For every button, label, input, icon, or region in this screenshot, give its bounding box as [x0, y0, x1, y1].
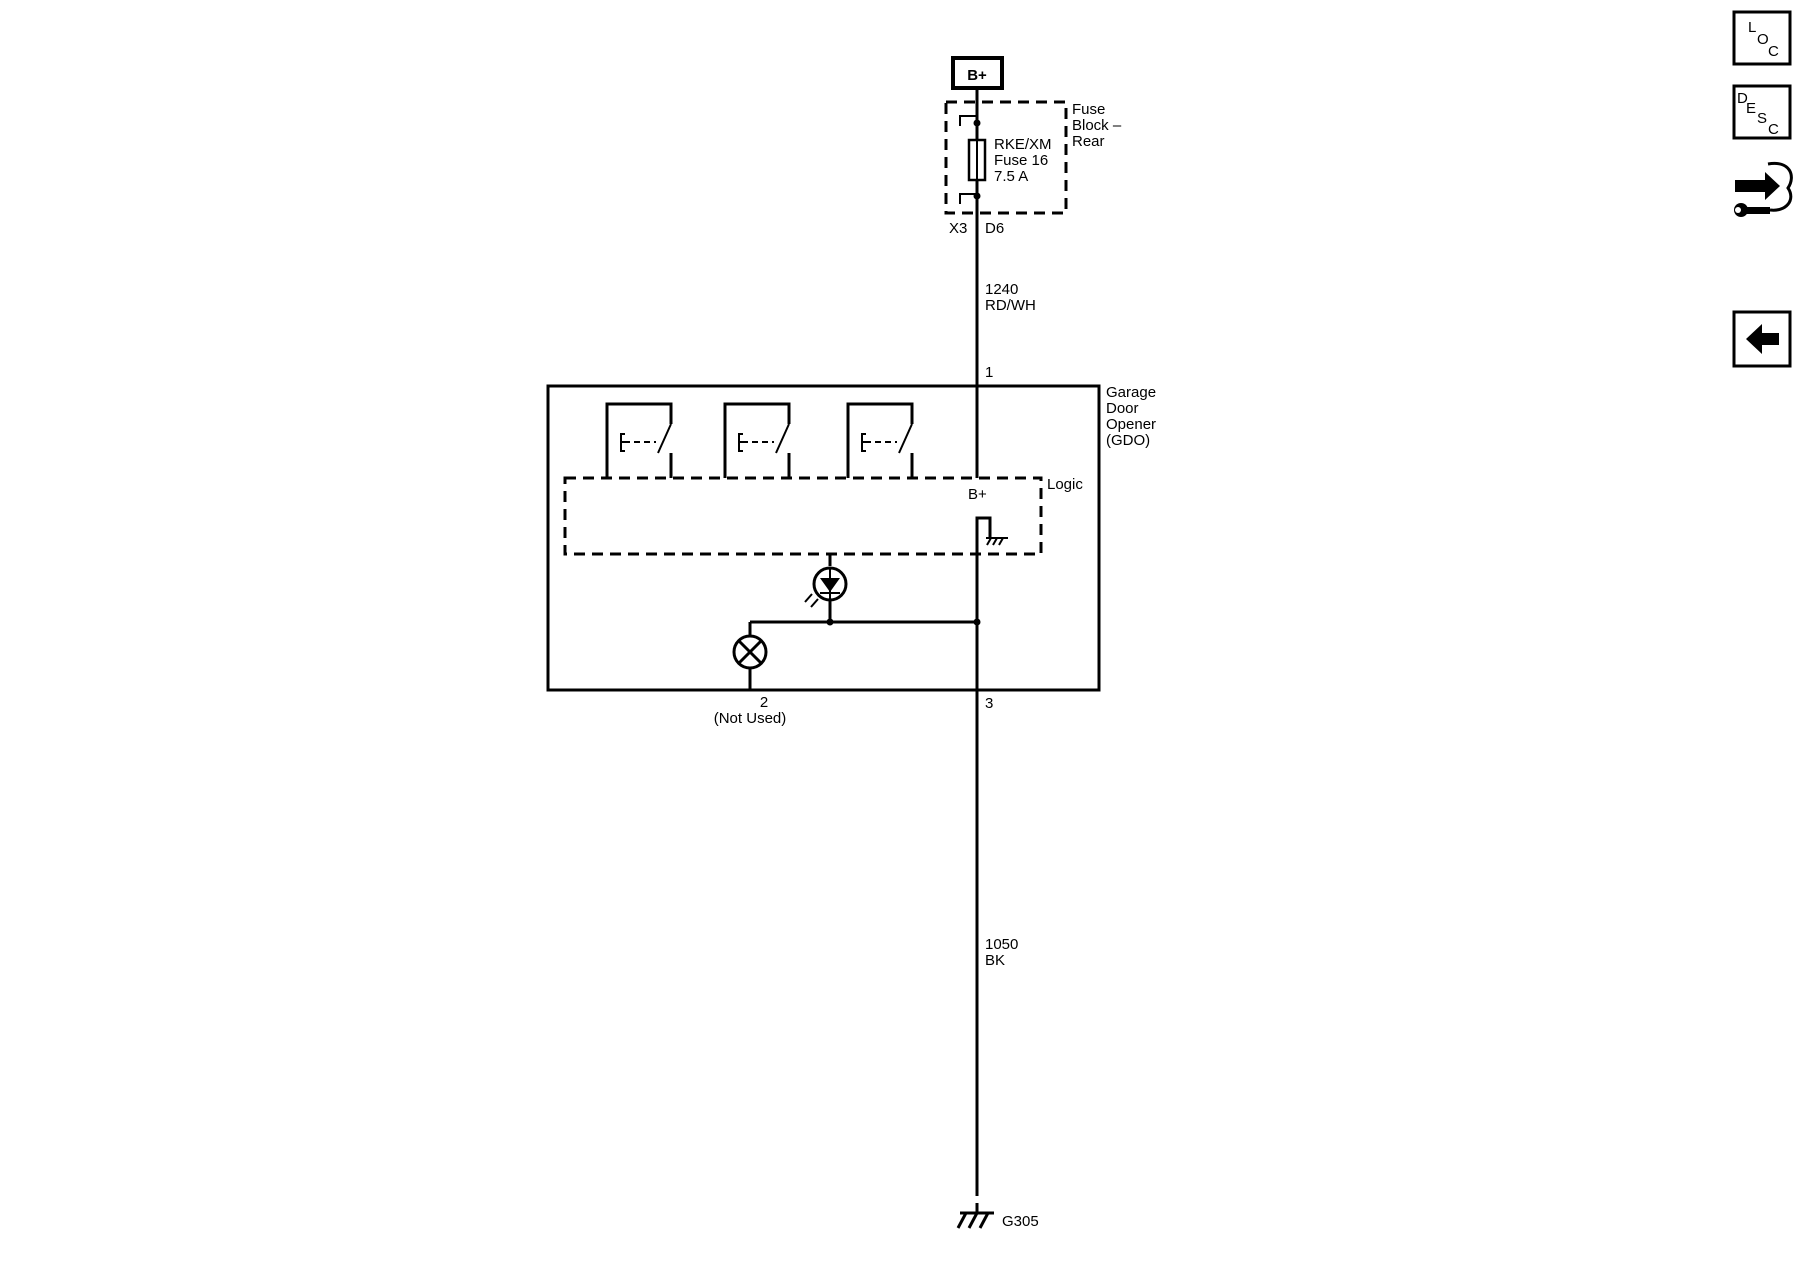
location-icon-l: L — [1748, 19, 1756, 36]
switch-1 — [605, 402, 673, 478]
description-icon-e: E — [1746, 100, 1756, 117]
logic-b-plus-label: B+ — [968, 486, 987, 503]
logic-block: Logic B+ — [563, 476, 1083, 556]
garage-door-opener: Garage Door Opener (GDO) 1 — [546, 364, 1156, 727]
fuse-block-label-line2: Block – — [1072, 117, 1122, 134]
back-arrow-icon — [1746, 324, 1779, 354]
switch-3 — [846, 402, 914, 478]
description-icon-c: C — [1768, 121, 1779, 138]
fuse-bottom-terminal — [959, 193, 976, 204]
back-button[interactable] — [1732, 310, 1792, 368]
wire-1240-circuit: 1240 — [985, 281, 1018, 298]
gdo-label-line1: Garage — [1106, 384, 1156, 401]
description-icon-d: D — [1737, 90, 1748, 107]
wire-1240-color: RD/WH — [985, 297, 1036, 314]
fuse-connector-id: X3 — [949, 220, 967, 237]
gdo-pin-2-note: (Not Used) — [714, 710, 787, 727]
gdo-pin-2: 2 — [760, 694, 768, 711]
fuse-terminal-id: D6 — [985, 220, 1004, 237]
gdo-label-line2: Door — [1106, 400, 1139, 417]
logic-ground-symbol — [986, 537, 1008, 546]
logic-label: Logic — [1047, 476, 1083, 493]
fuse-number: Fuse 16 — [994, 152, 1048, 169]
location-button[interactable]: L O C — [1732, 10, 1792, 66]
led-indicator — [804, 566, 848, 608]
lamp-symbol — [732, 634, 768, 670]
switch-2 — [723, 402, 791, 478]
chassis-ground-g305: G305 — [956, 1211, 1039, 1230]
power-source-label: B+ — [967, 67, 987, 84]
fuse-top-terminal — [959, 115, 976, 126]
description-icon-s: S — [1757, 110, 1767, 127]
fuse-block-label-line1: Fuse — [1072, 101, 1105, 118]
fuse-block-label-line3: Rear — [1072, 133, 1105, 150]
wire-1050-circuit: 1050 — [985, 936, 1018, 953]
location-icon-o: O — [1757, 31, 1769, 48]
fuse-block: Fuse Block – Rear RKE/XM Fuse 16 7.5 A X… — [944, 100, 1122, 237]
connector-wrench-icon — [1734, 161, 1793, 217]
gdo-label-line3: Opener — [1106, 416, 1156, 433]
ground-label: G305 — [1002, 1213, 1039, 1230]
location-icon-c: C — [1768, 43, 1779, 60]
gdo-pin-3: 3 — [985, 695, 993, 712]
fuse-name: RKE/XM — [994, 136, 1052, 153]
fuse-rating: 7.5 A — [994, 168, 1028, 185]
wire-1050-color: BK — [985, 952, 1005, 969]
description-button[interactable]: D E S C — [1732, 84, 1792, 140]
gdo-pin-1: 1 — [985, 364, 993, 381]
power-source: B+ — [951, 56, 1004, 90]
connector-end-view-button[interactable] — [1734, 161, 1793, 217]
gdo-label-line4: (GDO) — [1106, 432, 1150, 449]
